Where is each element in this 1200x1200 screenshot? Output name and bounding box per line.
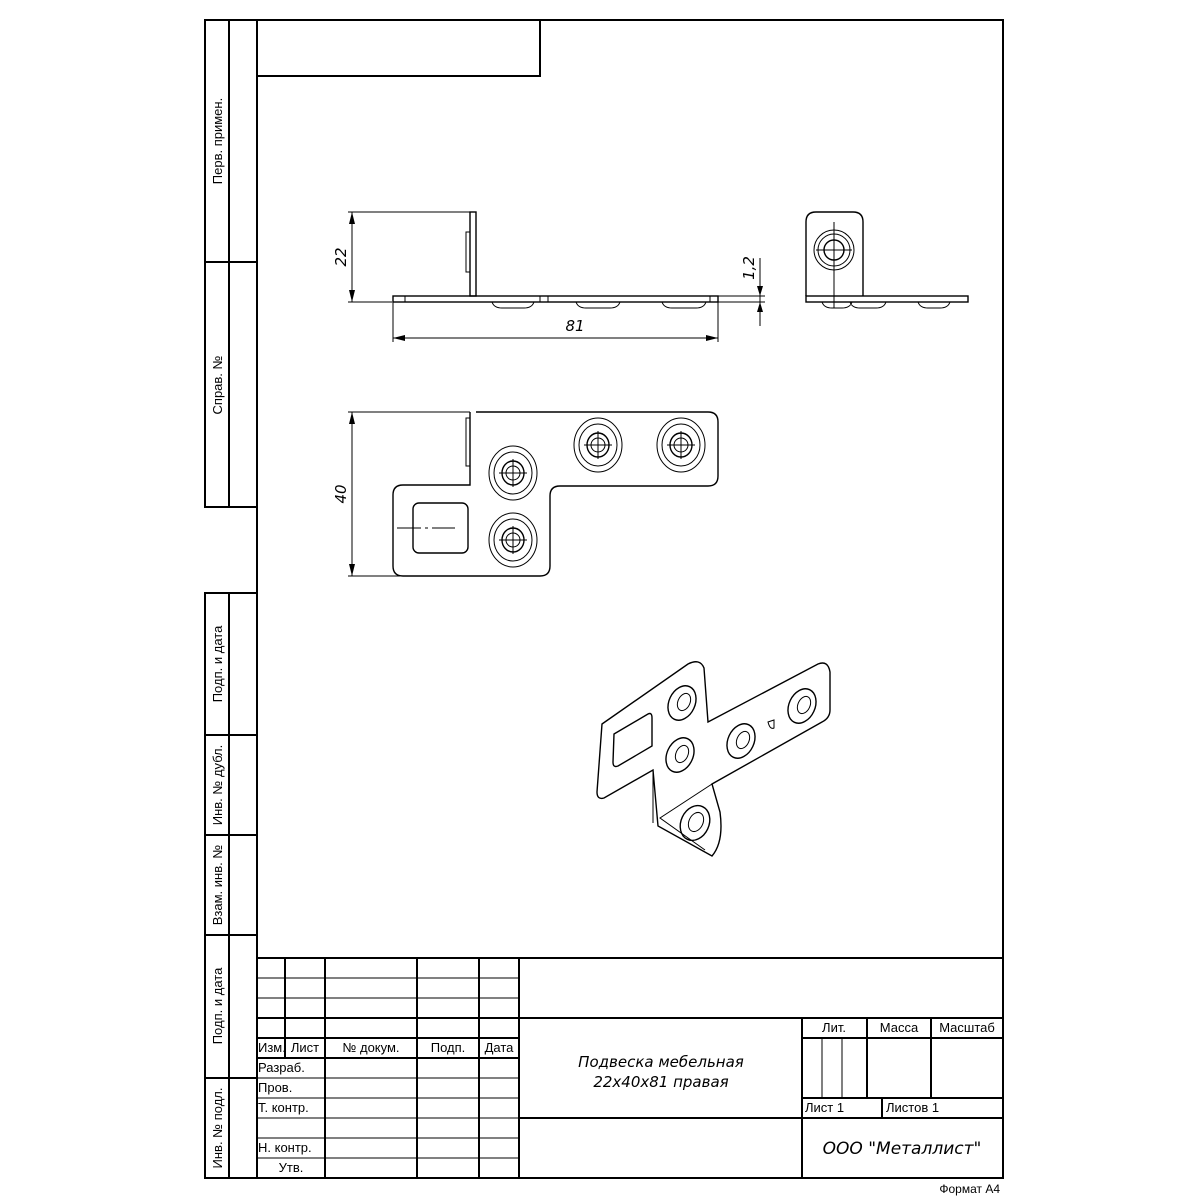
dimension-width: 40	[332, 484, 350, 503]
header-list: Лист	[291, 1040, 319, 1055]
role-prov: Пров.	[258, 1080, 292, 1095]
side-view	[805, 211, 969, 309]
iso-holes	[665, 685, 817, 842]
title-block-text: Изм. Лист № докум. Подп. Дата Разраб. Пр…	[258, 1020, 1000, 1196]
role-t-kontr: Т. контр.	[258, 1100, 309, 1115]
stamp-sprav-no: Справ. №	[210, 355, 225, 414]
isometric-view	[596, 661, 831, 857]
front-view: 22 81 1,2	[332, 211, 765, 342]
role-n-kontr: Н. контр.	[258, 1140, 312, 1155]
top-left-stamp-box	[256, 19, 541, 77]
drawing-title-line1: Подвеска мебельная	[578, 1053, 744, 1071]
company-name: ООО "Металлист"	[823, 1139, 982, 1159]
sheet-frame	[204, 19, 1004, 1179]
lit-label: Лит.	[822, 1020, 846, 1035]
stamp-podp-data-2: Подп. и дата	[210, 967, 225, 1044]
dimension-length: 81	[565, 317, 584, 335]
role-utv: Утв.	[279, 1160, 304, 1175]
sheet-number: Лист 1	[805, 1100, 844, 1115]
stamp-inv-podl: Инв. № подл.	[210, 1088, 225, 1169]
top-view: 40	[332, 411, 719, 577]
format-label: Формат А4	[939, 1182, 1000, 1196]
mounting-holes	[488, 417, 706, 568]
side-stamps: Перв. примен. Справ. № Подп. и дата Инв.…	[210, 98, 225, 1169]
header-podp: Подп.	[431, 1040, 466, 1055]
stamp-podp-data-1: Подп. и дата	[210, 625, 225, 702]
sheets-total: Листов 1	[886, 1100, 939, 1115]
title-block	[257, 957, 1003, 1178]
stamp-perv-primen: Перв. примен.	[210, 98, 225, 184]
stamp-vzam-inv: Взам. инв. №	[210, 845, 225, 926]
drawing-title-line2: 22x40x81 правая	[593, 1073, 728, 1091]
role-razrab: Разраб.	[258, 1060, 305, 1075]
dimension-thickness: 1,2	[740, 256, 758, 280]
scale-label: Масштаб	[939, 1020, 995, 1035]
stamp-inv-dubl: Инв. № дубл.	[210, 745, 225, 826]
header-data: Дата	[485, 1040, 515, 1055]
mass-label: Масса	[880, 1020, 919, 1035]
header-doc-no: № докум.	[342, 1040, 399, 1055]
header-izm: Изм.	[258, 1040, 286, 1055]
dimension-height: 22	[332, 247, 350, 266]
